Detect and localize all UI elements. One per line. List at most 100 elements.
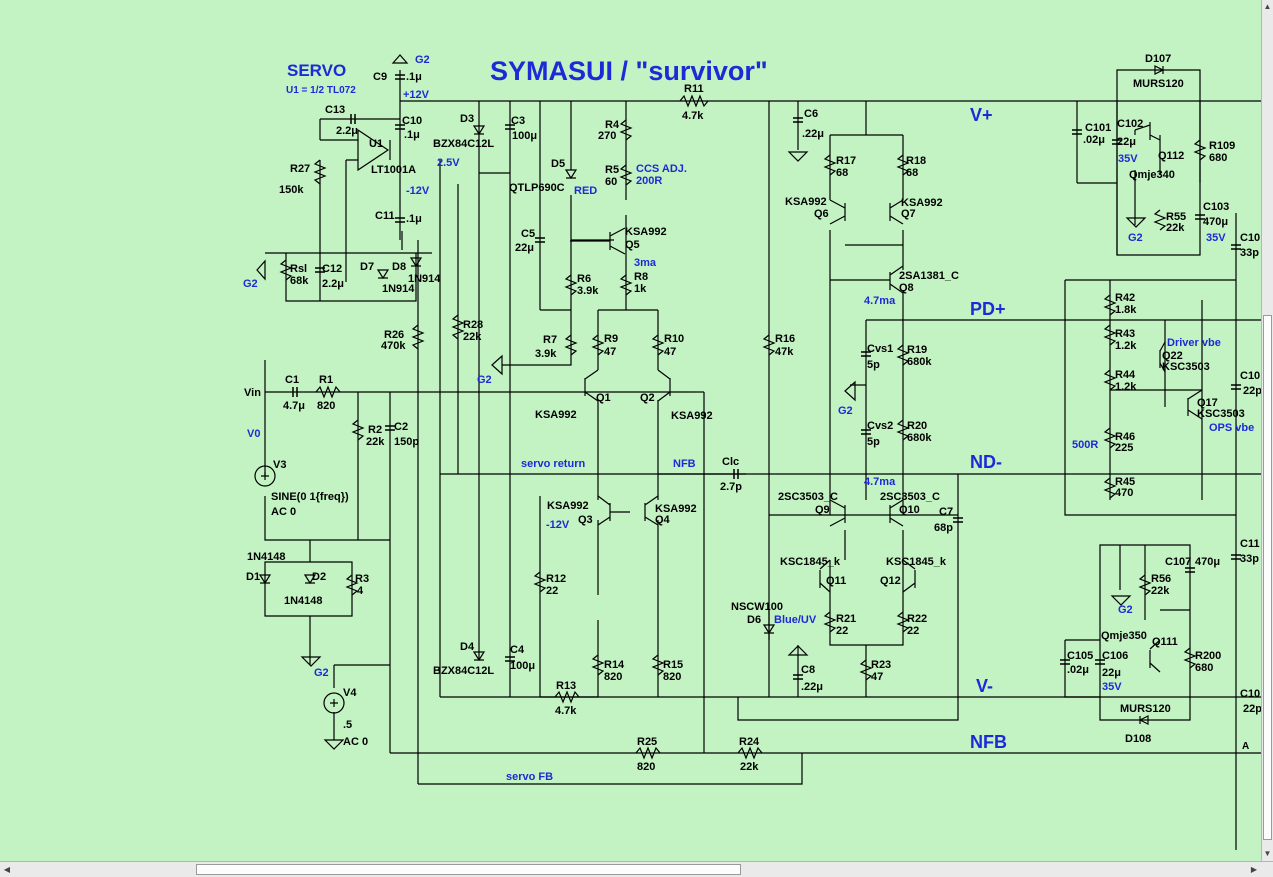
d8-value: 1N914	[408, 273, 441, 285]
r26-ref: R26	[384, 329, 404, 341]
r1-ref: R1	[319, 374, 333, 386]
label-500r: 500R	[1072, 439, 1098, 451]
q12-ref: Q12	[880, 575, 901, 587]
r22-ref: R22	[907, 613, 927, 625]
scroll-down-arrow-icon[interactable]: ▼	[1263, 849, 1272, 858]
horizontal-scroll-thumb[interactable]	[196, 864, 741, 875]
schematic-canvas[interactable]: SYMASUI / "survivor" SERVO U1 = 1/2 TL07…	[0, 0, 1261, 861]
c10-value: .1μ	[404, 129, 420, 141]
d8-ref: D8	[392, 261, 406, 273]
q11-value: KSC1845_k	[780, 556, 841, 568]
r18-ref: R18	[906, 155, 926, 167]
label-nfb-small: NFB	[673, 458, 696, 470]
r17-ref: R17	[836, 155, 856, 167]
label-v0: V0	[247, 428, 260, 440]
q3-value: KSA992	[547, 500, 589, 512]
r46-value: 225	[1115, 442, 1133, 454]
scroll-up-arrow-icon[interactable]: ▲	[1263, 2, 1272, 11]
schematic-svg[interactable]: SYMASUI / "survivor" SERVO U1 = 1/2 TL07…	[0, 0, 1261, 861]
r21-ref: R21	[836, 613, 856, 625]
c11x-value: 33p	[1240, 553, 1259, 565]
c5-ref: C5	[521, 228, 535, 240]
q7-value: KSA992	[901, 197, 943, 209]
r17-value: 68	[836, 167, 848, 179]
d6-value: NSCW100	[731, 601, 783, 613]
r7-ref: R7	[543, 334, 557, 346]
r43-ref: R43	[1115, 328, 1135, 340]
horizontal-scrollbar[interactable]: ◀ ▶	[0, 861, 1273, 877]
c13-ref: C13	[325, 104, 345, 116]
r46-ref: R46	[1115, 431, 1135, 443]
q11-ref: Q11	[826, 575, 846, 587]
d108-ref: D108	[1125, 733, 1151, 745]
r20-ref: R20	[907, 420, 927, 432]
cvs2-ref: Cvs2	[867, 420, 893, 432]
r8-ref: R8	[634, 271, 648, 283]
scroll-left-arrow-icon[interactable]: ◀	[3, 865, 11, 874]
d2-ref: D2	[312, 571, 326, 583]
r55-value: 22k	[1166, 222, 1185, 234]
c11-value: .1μ	[406, 213, 422, 225]
r13-ref: R13	[556, 680, 576, 692]
q12-value: KSC1845_k	[886, 556, 947, 568]
r24-ref: R24	[739, 736, 760, 748]
label-servo-fb: servo FB	[506, 771, 553, 783]
q6-ref: Q6	[814, 208, 829, 220]
q6-value: KSA992	[785, 196, 827, 208]
d3-value: BZX84C12L	[433, 138, 494, 150]
r12-ref: R12	[546, 573, 566, 585]
g2-label-6: G2	[1128, 232, 1143, 244]
c1-ref: C1	[285, 374, 299, 386]
r3-ref: R3	[355, 573, 369, 585]
q7-ref: Q7	[901, 208, 916, 220]
label-3ma: 3ma	[634, 257, 657, 269]
q4-ref: Q4	[655, 514, 671, 526]
g2-label-4: G2	[314, 667, 329, 679]
c102-value: 22μ	[1117, 136, 1136, 148]
c11x-ref: C11	[1240, 538, 1260, 550]
label-35v-a: 35V	[1118, 153, 1138, 165]
q111-ref: Q111	[1152, 636, 1178, 648]
d107-value: MURS120	[1133, 78, 1184, 90]
r19-value: 680k	[907, 356, 932, 368]
r5-ref: R5	[605, 164, 619, 176]
cvs1-value: 5p	[867, 359, 880, 371]
r16-value: 47k	[775, 346, 794, 358]
r109-value: 680	[1209, 152, 1227, 164]
q10-value: 2SC3503_C	[880, 491, 940, 503]
net-vminus: V-	[976, 676, 993, 696]
r44-value: 1.2k	[1115, 381, 1137, 393]
c105-ref: C105	[1067, 650, 1093, 662]
label-plus12v: +12V	[403, 89, 430, 101]
q4-value: KSA992	[655, 503, 697, 515]
v4-ref: V4	[343, 687, 357, 699]
v3-value: SINE(0 1{freq})	[271, 491, 349, 503]
label-minus12v: -12V	[406, 185, 430, 197]
d4-value: BZX84C12L	[433, 665, 494, 677]
r200-ref: R200	[1195, 650, 1221, 662]
r5-value: 60	[605, 176, 617, 188]
r42-ref: R42	[1115, 292, 1135, 304]
c4-ref: C4	[510, 644, 525, 656]
r109-ref: R109	[1209, 140, 1235, 152]
d5-ref: D5	[551, 158, 565, 170]
d1-value-top: 1N4148	[247, 551, 286, 563]
r24-value: 22k	[740, 761, 759, 773]
q9-value: 2SC3503_C	[778, 491, 838, 503]
r56-ref: R56	[1151, 573, 1171, 585]
v3-ac: AC 0	[271, 506, 296, 518]
scroll-right-arrow-icon[interactable]: ▶	[1250, 865, 1258, 874]
vertical-scrollbar[interactable]: ▲ ▼	[1261, 0, 1273, 861]
d7-ref: D7	[360, 261, 374, 273]
r16-ref: R16	[775, 333, 795, 345]
q112-ref: Q112	[1158, 150, 1184, 162]
c3-ref: C3	[511, 115, 525, 127]
r55-ref: R55	[1166, 211, 1186, 223]
c10y-value: 22p	[1243, 385, 1261, 397]
g2-label-1: G2	[415, 54, 430, 66]
r6-value: 3.9k	[577, 285, 599, 297]
r10-value: 47	[664, 346, 676, 358]
c6-ref: C6	[804, 108, 818, 120]
vertical-scroll-thumb[interactable]	[1263, 315, 1272, 840]
c103-ref: C103	[1203, 201, 1229, 213]
